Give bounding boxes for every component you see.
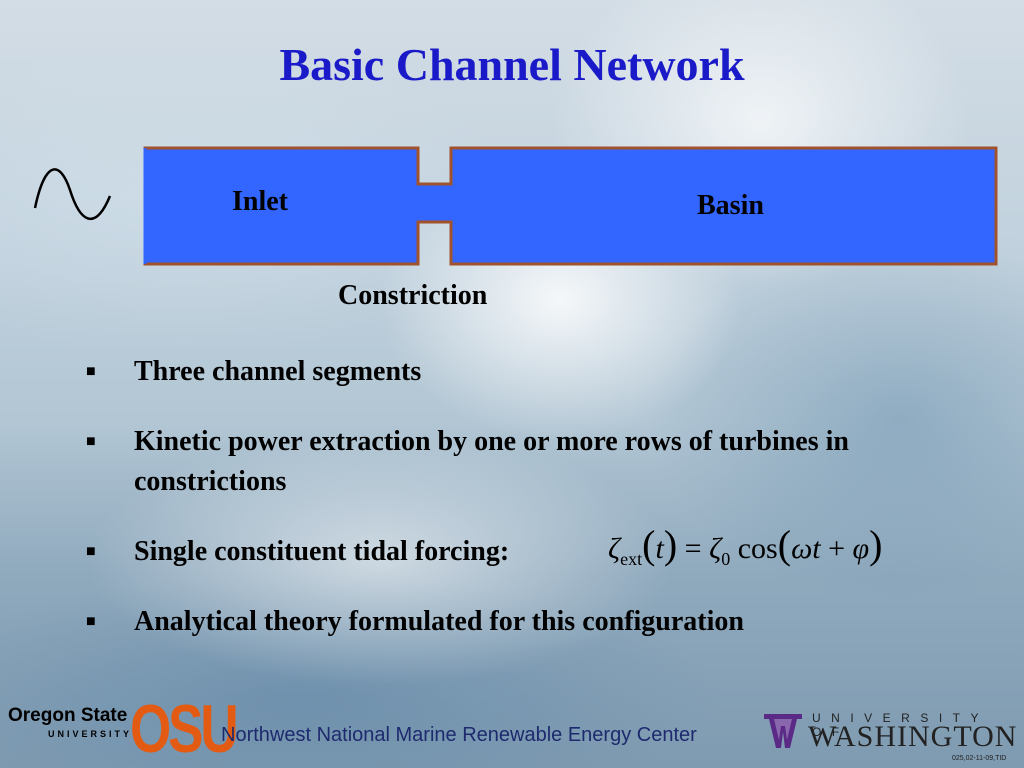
time-variable-rhs: t (812, 532, 821, 565)
constriction-label: Constriction (338, 280, 488, 311)
phi-symbol: φ (852, 532, 870, 565)
omega-symbol: ω (791, 532, 813, 565)
time-variable: t (655, 532, 664, 565)
bullet-marker-icon: ■ (86, 363, 96, 380)
bullet-marker-icon: ■ (86, 543, 96, 560)
center-name-text: Northwest National Marine Renewable Ener… (221, 724, 697, 746)
basin-label: Basin (697, 190, 764, 221)
channel-shape (143, 146, 998, 266)
bullet-text: Analytical theory formulated for this co… (134, 606, 744, 637)
sine-wave-icon (33, 168, 112, 220)
bullet-marker-icon: ■ (86, 613, 96, 630)
plus-sign: + (828, 532, 846, 565)
tidal-forcing-equation: ζext(t) = ζ0 cos(ωt + φ) (608, 522, 883, 570)
bullet-marker-icon: ■ (86, 433, 96, 450)
channel-network-diagram (33, 146, 998, 266)
uw-w-icon (764, 714, 802, 748)
uw-washington-text: WASHINGTON (808, 720, 1018, 753)
bullet-text: Single constituent tidal forcing: (134, 536, 510, 567)
osu-wordmark: Oregon State (8, 705, 128, 726)
equals-sign: = (684, 532, 702, 565)
zero-subscript: 0 (721, 549, 731, 569)
ext-subscript: ext (620, 549, 643, 569)
zeta-ext-symbol: ζ (608, 532, 621, 565)
footer-bar: Oregon State UNIVERSITY OSU Northwest Na… (0, 692, 1024, 768)
uw-university-of-text: UNIVERSITY OF (812, 711, 989, 739)
slide-id-text: 025,02-11-09,TID (952, 755, 1007, 762)
osu-logo: OSU (130, 691, 239, 767)
bullet-text: Three channel segments (134, 356, 422, 387)
inlet-label: Inlet (232, 186, 288, 217)
osu-university-text: UNIVERSITY (48, 729, 133, 739)
bullet-text: Kinetic power extraction by one or more … (134, 426, 849, 497)
slide-title: Basic Channel Network (279, 39, 745, 90)
cos-function: cos (737, 532, 778, 565)
zeta-zero-symbol: ζ (709, 532, 722, 565)
